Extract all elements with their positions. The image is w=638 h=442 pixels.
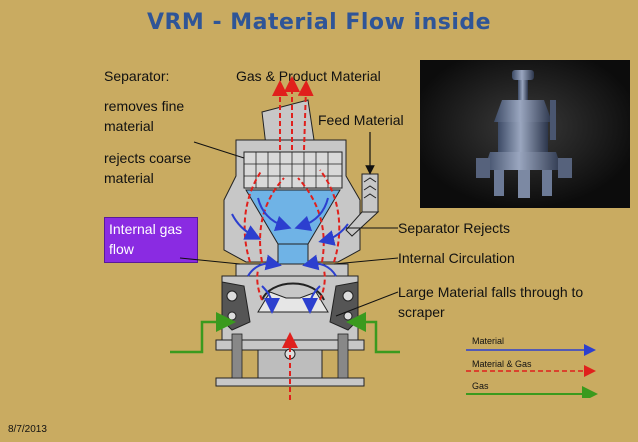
- feed-chute: [345, 173, 380, 237]
- mill-photo: [420, 60, 630, 208]
- internal-gas-flow-box: Internal gas flow: [104, 217, 198, 263]
- legend-material-gas-label: Material & Gas: [472, 359, 532, 369]
- slide-date: 8/7/2013: [8, 424, 47, 435]
- legend: Material Material & Gas Gas: [462, 334, 602, 398]
- legend-material-label: Material: [472, 336, 505, 346]
- removes-fine-label: removes fine material: [104, 98, 185, 134]
- slide-title: VRM - Material Flow inside: [146, 10, 492, 35]
- internal-circulation-label: Internal Circulation: [398, 250, 515, 266]
- rejects-coarse-label: rejects coarse material: [104, 150, 192, 186]
- separator-label: Separator:: [104, 68, 170, 84]
- separator-rejects-label: Separator Rejects: [398, 220, 511, 236]
- gas-inlet-arrows: [170, 312, 400, 354]
- internal-gas-flow-label: Internal gas flow: [109, 221, 183, 257]
- mill-housing: [223, 139, 361, 271]
- gas-product-flow-arrows: [243, 76, 341, 400]
- material-flow-arrows: [231, 197, 349, 314]
- feed-material-label: Feed Material: [318, 112, 404, 128]
- legend-gas-label: Gas: [472, 381, 489, 391]
- large-material-label: Large Material falls through to scraper: [398, 284, 584, 320]
- callout-lines: [179, 141, 399, 317]
